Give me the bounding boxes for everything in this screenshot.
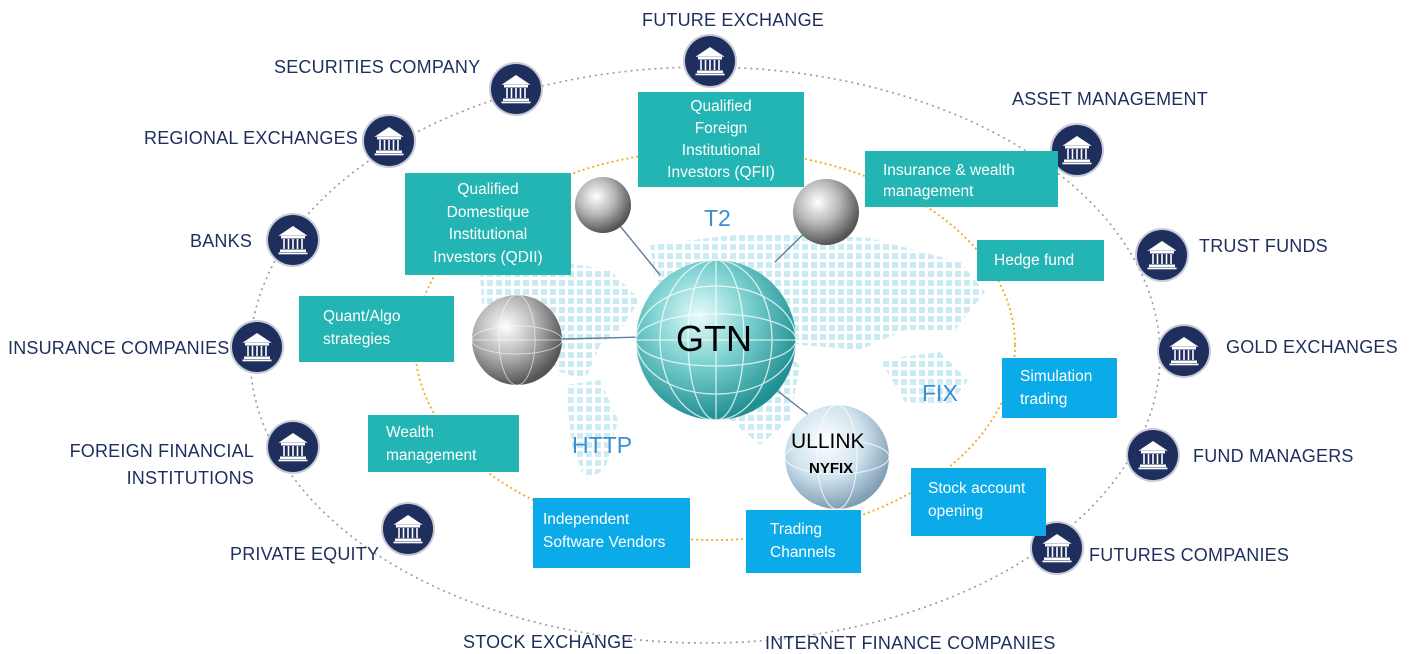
box-line: Wealth (386, 424, 434, 441)
globe-icon (471, 294, 563, 386)
box-line: Software Vendors (543, 534, 666, 551)
bank-building-icon (685, 36, 735, 86)
ullink-label: ULLINK (791, 430, 865, 453)
box-line: trading (1020, 391, 1068, 408)
ullink-globe (784, 404, 890, 510)
bank-building-icon (268, 215, 318, 265)
box-line: Institutional (681, 142, 761, 159)
box-line: Institutional (448, 226, 528, 243)
box-line: opening (928, 503, 984, 520)
bank-building-icon (1052, 125, 1102, 175)
box-line: Channels (770, 544, 836, 561)
nyfix-label: NYFIX (809, 460, 854, 477)
label-insurance-companies: INSURANCE COMPANIES (8, 338, 230, 358)
label-futures-companies: FUTURES COMPANIES (1089, 545, 1290, 565)
box-line: management (883, 183, 974, 200)
label-asset-management: ASSET MANAGEMENT (1012, 89, 1208, 109)
box-line: Trading (770, 521, 822, 538)
bank-building-icon (1128, 430, 1178, 480)
box-line: Investors (QDII) (433, 248, 543, 266)
box-line: management (386, 447, 477, 464)
gtn-globe (635, 259, 797, 421)
label-regional-exchanges: REGIONAL EXCHANGES (144, 128, 358, 148)
bank-building-icon (383, 504, 433, 554)
label-stock-exchange: STOCK EXCHANGE (463, 632, 634, 652)
gtn-label: GTN (676, 318, 752, 359)
bank-building-icon (1159, 326, 1209, 376)
label-securities-company: SECURITIES COMPANY (274, 57, 481, 77)
protocol-t2: T2 (704, 205, 731, 231)
box-line: Stock account (928, 480, 1026, 497)
bank-building-icon (364, 116, 414, 166)
box-line: Investors (QFII) (667, 164, 775, 181)
label-fund-managers: FUND MANAGERS (1193, 446, 1354, 466)
label-foreign-financial-line1: FOREIGN FINANCIAL (69, 441, 254, 461)
box-stock-account: Stock account opening (911, 468, 1046, 536)
box-insurance-wealth: Insurance & wealth management (865, 151, 1058, 207)
box-line: Simulation (1020, 368, 1093, 385)
box-line: Qualified (457, 181, 519, 198)
protocol-http: HTTP (572, 432, 633, 458)
globe-icon (575, 177, 631, 233)
bank-building-icon (268, 422, 318, 472)
box-simulation: Simulation trading (1002, 358, 1117, 418)
label-private-equity: PRIVATE EQUITY (230, 544, 380, 564)
bank-building-icon (491, 64, 541, 114)
bank-building-icon (1032, 523, 1082, 573)
box-quant-algo: Quant/Algo strategies (299, 296, 454, 362)
label-banks: BANKS (190, 231, 253, 251)
protocol-fix: FIX (922, 380, 958, 406)
label-trust-funds: TRUST FUNDS (1199, 236, 1328, 256)
box-line: Hedge fund (994, 252, 1075, 269)
globe-icon (793, 179, 859, 245)
bank-building-icon (232, 322, 282, 372)
box-wealth-management: Wealth management (368, 415, 519, 472)
bank-building-icon (1137, 230, 1187, 280)
box-line: Insurance & wealth (883, 162, 1015, 179)
box-line: Quant/Algo (323, 308, 401, 325)
label-future-exchange: FUTURE EXCHANGE (642, 10, 825, 30)
label-foreign-financial: FOREIGN FINANCIAL INSTITUTIONS (60, 438, 254, 492)
box-line: Domestique (446, 203, 530, 221)
box-line: strategies (323, 331, 391, 348)
box-hedge-fund: Hedge fund (977, 240, 1104, 281)
box-line: Independent (543, 511, 630, 528)
label-gold-exchanges: GOLD EXCHANGES (1226, 337, 1398, 357)
label-internet-finance: INTERNET FINANCE COMPANIES (765, 633, 1056, 653)
box-line: Qualified (690, 98, 752, 115)
label-foreign-financial-line2: INSTITUTIONS (126, 468, 254, 488)
box-line: Foreign (694, 120, 748, 137)
